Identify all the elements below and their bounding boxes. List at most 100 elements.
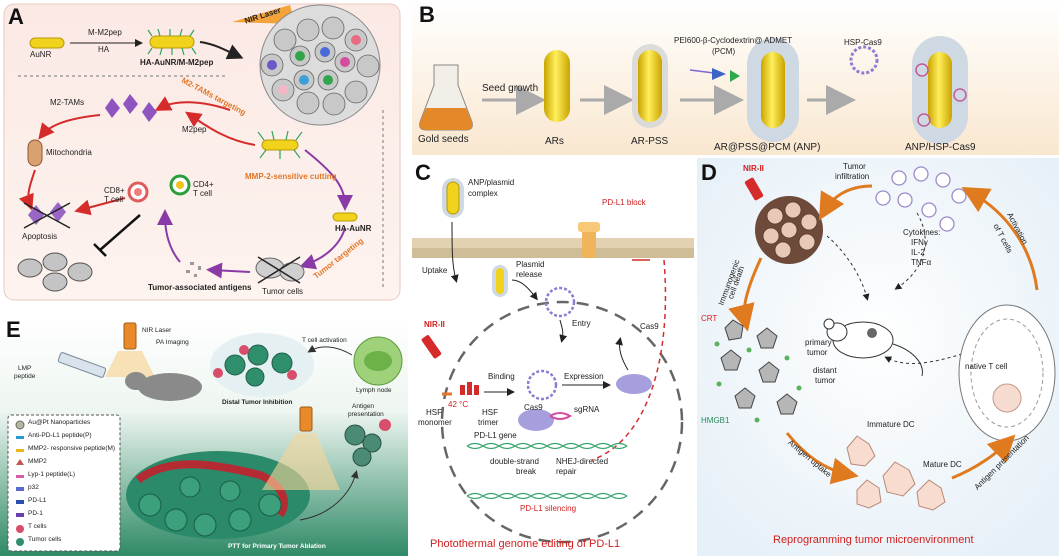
- infil2: infiltration: [835, 172, 870, 181]
- cas9b-label: Cas9: [524, 403, 543, 412]
- legend-e-symbols: [15, 420, 25, 546]
- plasmid1: Plasmid: [516, 260, 545, 269]
- tumor-cells-label: Tumor cells: [262, 287, 304, 296]
- lmp1: LMP: [18, 365, 32, 372]
- legend-item-2: MMP2- responsive peptide(M): [28, 445, 116, 452]
- complex2: complex: [468, 189, 498, 198]
- nir-e-label: NIR Laser: [142, 327, 172, 334]
- anp-particle: [747, 38, 799, 142]
- sgrna-label: sgRNA: [574, 405, 600, 414]
- expression-label: Expression: [564, 372, 604, 381]
- lmp2: peptide: [14, 373, 36, 380]
- seed-growth-label: Seed growth: [482, 83, 539, 94]
- tnf-label: TNFα: [911, 258, 932, 267]
- cas9-label: Cas9: [640, 322, 659, 331]
- legend-item-8: T cells: [28, 523, 47, 530]
- panel-c-footer: Photothermal genome editing of PD-L1: [430, 538, 621, 550]
- antigens-label: Tumor-associated antigens: [148, 283, 252, 292]
- dna-strand: [466, 442, 628, 500]
- distant1: distant: [813, 366, 837, 375]
- uptake-label: Uptake: [422, 266, 448, 275]
- pa-label: PA Imaging: [156, 339, 189, 346]
- legend-item-3: MMP2: [28, 458, 47, 465]
- panel-a: A AuNR M-M2pep HA HA-AuNR/M-M2pep NIR La…: [0, 0, 405, 305]
- lymph-node-e: [353, 336, 403, 386]
- anp-label: AR@PSS@PCM (ANP): [714, 142, 821, 153]
- dsb1: double-strand: [490, 457, 539, 466]
- panel-d: D NIR-II Tumor infiltration Cytokines: I…: [697, 158, 1059, 556]
- hsf-tri1: HSF: [482, 408, 498, 417]
- cytokines-label: Cytokines:: [903, 228, 941, 237]
- primary2: tumor: [807, 348, 828, 357]
- hmgb1-label: HMGB1: [701, 416, 730, 425]
- panel-d-footer: Reprogramming tumor microenvironment: [773, 534, 974, 546]
- legend-item-7: PD-1: [28, 510, 43, 517]
- legend-item-4: Lyp-1 peptide(L): [28, 471, 76, 478]
- mmp2-nanorod: [257, 130, 303, 159]
- silencing-label: PD-L1 silencing: [520, 504, 577, 513]
- ha-aunr-label: HA-AuNR: [335, 224, 372, 233]
- ar-pss-label: AR-PSS: [631, 136, 669, 147]
- nir-laser-c: [421, 335, 442, 359]
- distal-tumor-bubble: [210, 333, 314, 397]
- panel-c-label: C: [415, 160, 431, 185]
- legend-item-9: Tumor cells: [28, 536, 62, 543]
- complex-label: HA-AuNR/M-M2pep: [140, 58, 214, 67]
- cd4-label: CD4+ T cell: [193, 180, 214, 198]
- ptt-label: PTT for Primary Tumor Ablation: [228, 543, 326, 550]
- primary1: primary: [805, 338, 832, 347]
- panel-d-graphics: [697, 158, 1059, 556]
- legend-item-6: PD-L1: [28, 497, 47, 504]
- panel-a-label: A: [8, 4, 24, 29]
- nhej2: repair: [556, 467, 577, 476]
- mitochondria-label: Mitochondria: [46, 148, 92, 157]
- distal-label: Distal Tumor Inhibition: [222, 399, 293, 406]
- pcm-line1: PEI600-β-Cyclodextrin@ ADMET: [674, 36, 793, 45]
- gene-label: PD-L1 gene: [474, 431, 517, 440]
- il2-label: IL-2: [911, 248, 925, 257]
- tumor-mass-d: [755, 196, 823, 264]
- nir-c-label: NIR-II: [424, 320, 445, 329]
- m2tams-label: M2-TAMs: [50, 98, 85, 107]
- hsf-tri2: trimer: [478, 418, 499, 427]
- infil1: Tumor: [843, 162, 866, 171]
- temp-label: 42 °C: [448, 400, 469, 409]
- mouse-d: [823, 318, 923, 377]
- antigen1: Antigen: [352, 403, 375, 410]
- anp-hsp-label: ANP/HSP-Cas9: [905, 142, 976, 153]
- legend-item-1: Anti-PD-L1 peptide(P): [28, 432, 92, 439]
- plasmid2: release: [516, 270, 543, 279]
- mmp2-label: MMP-2-sensitive cutting: [245, 172, 337, 181]
- ifn-label: IFNγ: [911, 238, 928, 247]
- antigen2: presentation: [348, 411, 384, 418]
- m2pep-free-label: M2pep: [182, 125, 207, 134]
- dsb2: break: [516, 467, 537, 476]
- ars-label: ARs: [545, 136, 564, 147]
- binding-label: Binding: [488, 372, 515, 381]
- panel-c-graphics: [412, 160, 694, 556]
- lymph-label: Lymph node: [356, 387, 392, 394]
- primary-tumor-tissue: [126, 451, 310, 539]
- m2pep-label: M-M2pep: [88, 28, 122, 37]
- panel-e-graphics: [0, 315, 408, 556]
- immature-label: Immature DC: [867, 420, 915, 429]
- gold-seeds-label: Gold seeds: [418, 134, 469, 145]
- aunr-label: AuNR: [30, 50, 52, 59]
- pdl1-block-label: PD-L1 block: [602, 198, 646, 207]
- panel-d-label: D: [701, 160, 717, 185]
- cell-membrane: [412, 238, 694, 258]
- nhej1: NHEJ-directed: [556, 457, 609, 466]
- legend-e: Au@Pt Nanoparticles Anti-PD-L1 peptide(P…: [14, 419, 118, 549]
- distant2: tumor: [815, 376, 836, 385]
- entry-label: Entry: [572, 319, 591, 328]
- hsf-mono2: monomer: [418, 418, 452, 427]
- tcell-act-label: T cell activation: [302, 337, 347, 344]
- mature-label: Mature DC: [923, 460, 962, 469]
- panel-e-label: E: [6, 317, 21, 342]
- ha-label: HA: [98, 45, 110, 54]
- panel-e: E LMP peptide NIR Laser PA Imaging T cel…: [0, 315, 408, 556]
- panel-c: C ANP/plasmid complex PD-L1 block Uptake…: [412, 160, 694, 556]
- panel-b: B Gold seeds Seed growth ARs AR-PSS PEI6…: [412, 0, 1059, 155]
- legend-item-0: Au@Pt Nanoparticles: [28, 419, 91, 426]
- lymph-node-d: [958, 304, 1056, 442]
